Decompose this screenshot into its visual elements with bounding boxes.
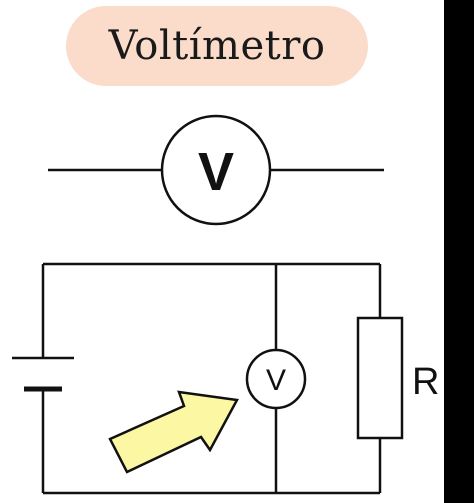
resistor-body bbox=[356, 316, 404, 440]
edge-bar bbox=[444, 0, 474, 503]
circuit-voltmeter-letter: V bbox=[266, 364, 286, 397]
circuit-voltmeter-circle bbox=[245, 348, 307, 410]
page-title: Voltímetro bbox=[108, 23, 326, 69]
resistor-label: R bbox=[412, 361, 439, 403]
voltmeter-symbol-circle bbox=[160, 114, 272, 226]
battery-symbol bbox=[12, 356, 74, 392]
voltmeter-symbol-letter: V bbox=[198, 142, 234, 202]
voltmeter-symbol: V bbox=[48, 114, 384, 226]
circuit bbox=[41, 262, 382, 495]
pointer-arrow-icon bbox=[108, 390, 239, 474]
title-pill: Voltímetro bbox=[66, 6, 368, 86]
